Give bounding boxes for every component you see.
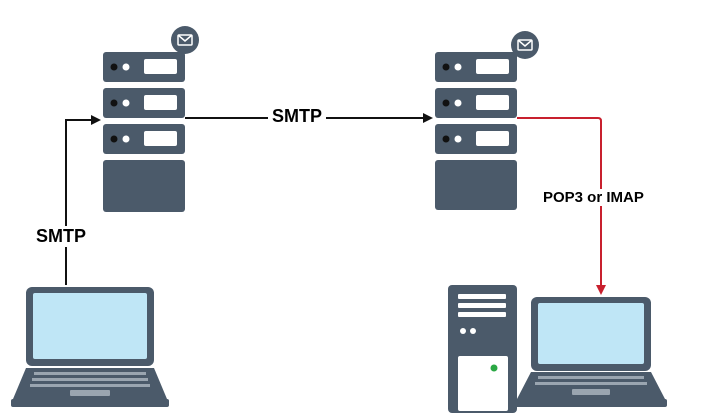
- envelope-icon: [171, 26, 199, 54]
- retrieval-arrow: [517, 117, 606, 295]
- smtp-label-server: SMTP: [268, 106, 327, 127]
- recipient-mail-server-icon: [435, 52, 517, 210]
- recipient-laptop-icon: [515, 297, 667, 407]
- smtp-label-client: SMTP: [34, 226, 89, 247]
- sender-laptop-icon: [11, 287, 169, 407]
- envelope-icon: [511, 31, 539, 59]
- smtp-arrow-client-to-server: [65, 115, 101, 285]
- desktop-tower-icon: [448, 285, 517, 413]
- pop3-imap-label: POP3 or IMAP: [541, 189, 646, 206]
- sender-mail-server-icon: [103, 52, 185, 212]
